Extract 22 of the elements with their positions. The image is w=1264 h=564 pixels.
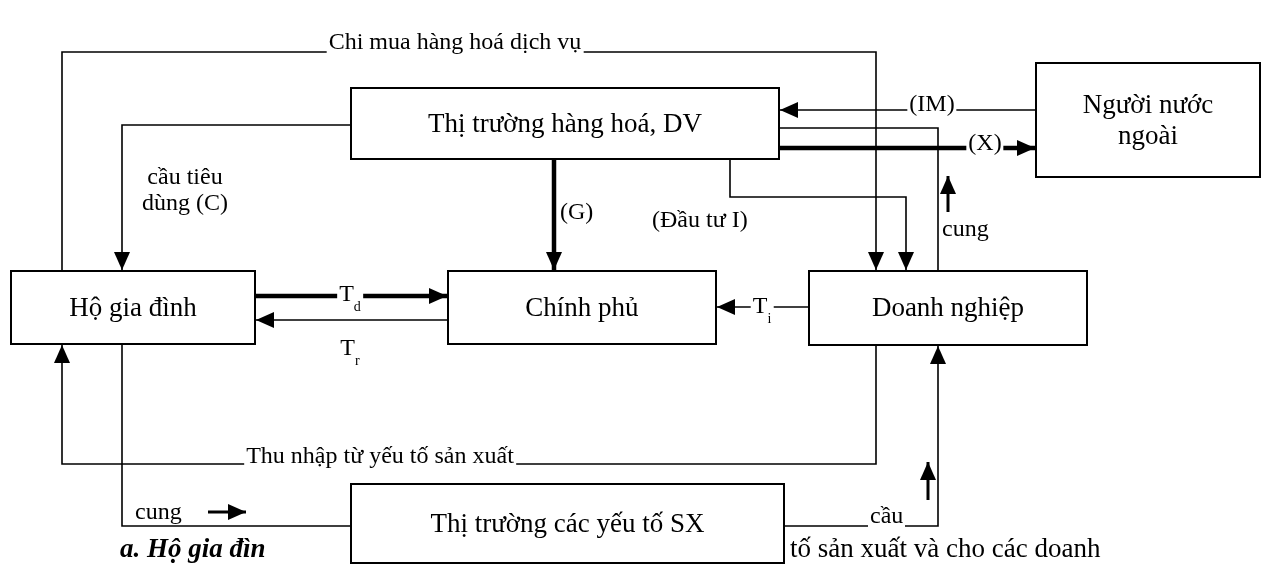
- arrow: [256, 288, 447, 304]
- arrow: [784, 345, 946, 527]
- box-label: Chính phủ: [525, 291, 639, 323]
- connector-line: [779, 127, 939, 271]
- box-label: Hộ gia đình: [69, 291, 197, 323]
- process-box: [350, 87, 780, 160]
- process-box: [10, 270, 256, 345]
- process-box: [350, 483, 785, 564]
- box-label: Thị trường hàng hoá, DV: [427, 107, 703, 139]
- arrow: [729, 159, 914, 271]
- body-text: tố sản xuất và cho các doanh: [790, 533, 1101, 563]
- arrow: [255, 312, 448, 328]
- connector-line: [121, 344, 351, 527]
- box-label: Doanh nghiệp: [871, 292, 1025, 324]
- process-box: [808, 270, 1088, 346]
- box-label: Người nước ngoài: [1081, 88, 1215, 152]
- body-text: a. Hộ gia đìn: [120, 533, 266, 563]
- arrow: [114, 124, 351, 271]
- process-box: [447, 270, 717, 345]
- process-box: [1035, 62, 1261, 178]
- box-label: Thị trường các yếu tố SX: [430, 507, 705, 539]
- arrow: [546, 160, 562, 270]
